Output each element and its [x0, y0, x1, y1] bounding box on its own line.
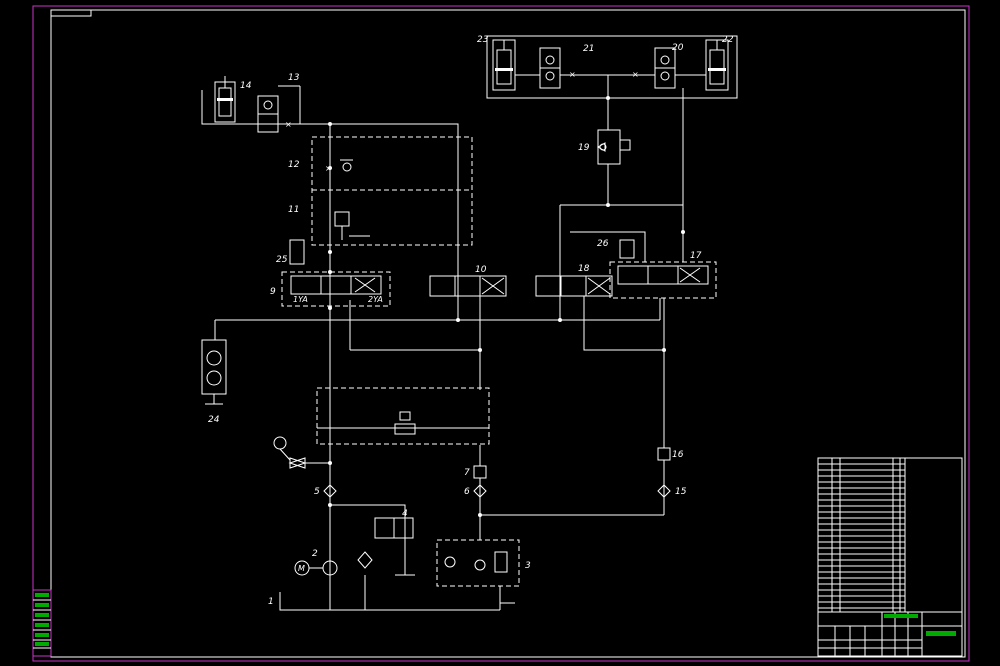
pressure-gauge: [273, 436, 307, 469]
corner-tag: [50, 9, 92, 17]
label-20: 20: [672, 43, 684, 53]
svg-text:×: ×: [632, 70, 639, 79]
directional-valve-18: [535, 275, 613, 297]
pump-24: [201, 339, 227, 405]
label-14: 14: [240, 81, 252, 91]
inner-frame: [50, 9, 966, 658]
circuit-lines: [201, 90, 684, 611]
directional-valve-9: [281, 271, 391, 307]
suction-filter: [357, 551, 373, 569]
label-26: 26: [597, 239, 609, 249]
label-12: 12: [288, 160, 300, 170]
label-10: 10: [475, 265, 487, 275]
valve-25: [289, 239, 305, 265]
solenoid-2ya: 2YA: [368, 295, 383, 304]
valve-13: ×: [235, 85, 330, 133]
directional-valve-10: [429, 275, 507, 297]
pump-2: [294, 560, 338, 576]
label-24: 24: [208, 415, 220, 425]
binding-strip: [32, 589, 52, 657]
filter-16: [657, 447, 671, 461]
title-block: [817, 457, 963, 657]
label-23: 23: [477, 35, 489, 45]
label-25: 25: [276, 255, 288, 265]
label-15: 15: [675, 487, 687, 497]
label-2: 2: [312, 549, 318, 559]
hydraulic-lock-20: ×: [630, 47, 706, 89]
component-labels: 1 2 3 4 5 6 7 9 10 11 12 13 14 15 16 17 …: [208, 35, 734, 607]
label-18: 18: [578, 264, 590, 274]
valve-19: [596, 98, 631, 205]
label-22: 22: [722, 35, 734, 45]
label-4: 4: [402, 509, 408, 519]
label-13: 13: [288, 73, 300, 83]
svg-text:×: ×: [569, 70, 576, 79]
label-3: 3: [525, 561, 531, 571]
module-12-box: [311, 136, 473, 246]
label-6: 6: [464, 487, 470, 497]
label-21: 21: [583, 44, 594, 54]
relief-valve-4: [374, 517, 414, 539]
motor-symbol: M: [298, 564, 305, 573]
label-5: 5: [314, 487, 320, 497]
svg-text:×: ×: [285, 120, 292, 129]
label-11: 11: [288, 205, 299, 215]
label-7: 7: [464, 468, 470, 478]
cylinder-22: [705, 39, 729, 91]
solenoid-1ya: 1YA: [293, 295, 308, 304]
valve-26: [619, 239, 635, 259]
pressure-switch-module: [316, 387, 490, 445]
module-3: [436, 539, 520, 587]
check-valve-6: [473, 484, 487, 498]
junction-dots: [328, 96, 685, 517]
relief-valve-11: [334, 211, 370, 240]
label-1: 1: [268, 597, 274, 607]
hydraulic-lock-21: ×: [515, 47, 585, 89]
label-17: 17: [690, 251, 702, 261]
directional-valve-17: [609, 261, 717, 299]
filter-7: [473, 465, 487, 479]
check-valve-15: [657, 484, 671, 498]
label-16: 16: [672, 450, 684, 460]
outer-frame: [32, 5, 970, 662]
cylinder-23: [492, 39, 516, 91]
cylinder-14: [214, 76, 236, 123]
cylinder-assembly: × ×: [486, 35, 738, 99]
label-19: 19: [578, 143, 590, 153]
label-9: 9: [270, 287, 276, 297]
